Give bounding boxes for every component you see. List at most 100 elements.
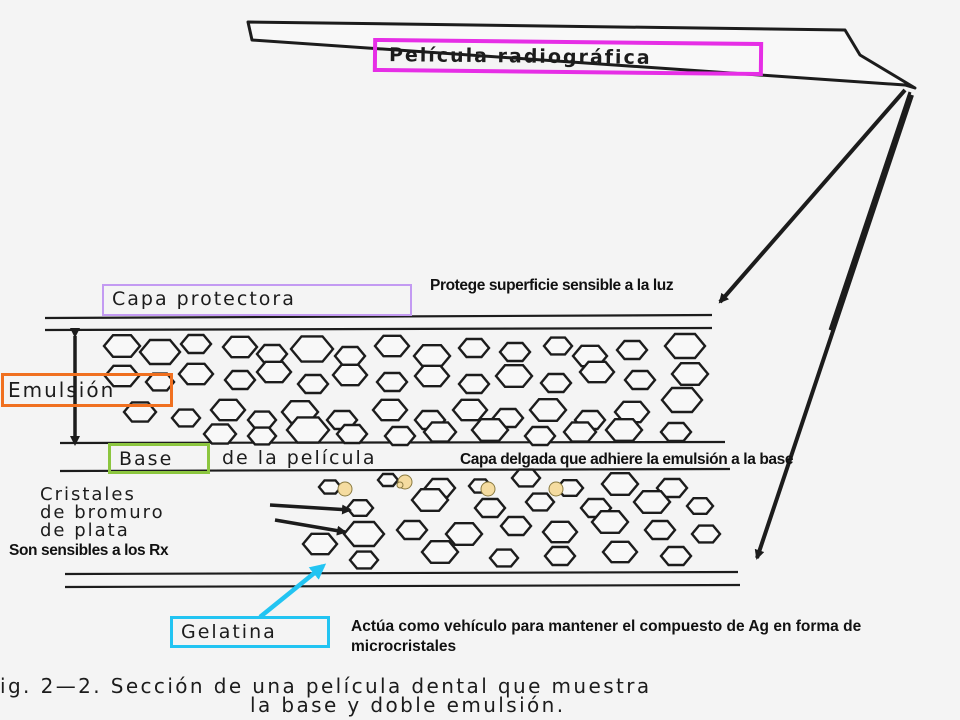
annotation-actua: Actúa como vehículo para mantener el com… bbox=[351, 618, 862, 656]
crystal-hexagon bbox=[473, 497, 507, 519]
highlighted-crystal bbox=[480, 481, 496, 497]
highlighted-crystals bbox=[337, 474, 564, 497]
crystal-hexagon bbox=[413, 364, 451, 388]
crystal-hexagon bbox=[285, 416, 331, 444]
crystal-hexagon bbox=[375, 371, 409, 393]
crystal-hexagon bbox=[296, 373, 330, 395]
gelatina-pointer-arrow bbox=[258, 563, 327, 619]
crystal-hexagon bbox=[690, 524, 722, 544]
pointer-line-middle bbox=[828, 91, 912, 331]
crystal-hexagon bbox=[202, 423, 238, 445]
crystal-hexagon bbox=[632, 490, 672, 514]
crystal-hexagon bbox=[342, 520, 386, 548]
crystal-hexagon bbox=[601, 540, 639, 564]
crystal-hexagon bbox=[289, 335, 335, 363]
crystal-hexagon bbox=[348, 550, 380, 570]
film-sheet-outline bbox=[246, 20, 917, 90]
crystal-hexagon bbox=[373, 334, 411, 358]
crystal-hexagon bbox=[470, 418, 510, 442]
crystal-hexagon bbox=[659, 421, 693, 443]
crystals-label-line2: de bromuro bbox=[40, 502, 165, 523]
crystal-hexagon bbox=[488, 548, 520, 568]
crystal-hexagon bbox=[578, 360, 616, 384]
crystal-hexagon bbox=[590, 510, 630, 534]
crystal-hexagon bbox=[444, 522, 484, 546]
crystal-hexagon bbox=[494, 364, 534, 388]
crystal-hexagon bbox=[543, 545, 577, 567]
crystal-hexagon bbox=[103, 364, 141, 388]
pointer-line-upper bbox=[718, 88, 907, 304]
protective-layer-label: Capa protectora bbox=[102, 284, 412, 316]
crystal-hexagon bbox=[541, 520, 579, 544]
crystal-hexagon bbox=[660, 386, 704, 414]
crystal-hexagon bbox=[499, 515, 533, 537]
crystal-hexagon bbox=[539, 372, 573, 394]
crystal-hexagon bbox=[371, 398, 409, 422]
crystal-hexagon bbox=[255, 360, 293, 384]
crystal-hexagon bbox=[102, 334, 142, 358]
crystal-hexagon bbox=[420, 540, 460, 564]
highlighted-crystal bbox=[548, 481, 564, 497]
crystal-hexagon bbox=[333, 345, 367, 367]
film-title-box: Película radiográfica bbox=[372, 37, 764, 77]
crystal-hexagon bbox=[600, 472, 640, 496]
pointer-line-lower bbox=[754, 94, 914, 560]
base-label-rest: de la película bbox=[222, 447, 377, 469]
crystal-hexagon bbox=[542, 336, 574, 356]
crystal-hexagon bbox=[604, 418, 644, 442]
crystal-hexagon bbox=[246, 410, 278, 430]
crystal-hexagon bbox=[410, 488, 450, 512]
figure-caption-line2: la base y doble emulsión. bbox=[250, 693, 566, 717]
crystal-hexagon bbox=[498, 341, 532, 363]
crystal-hexagon bbox=[179, 333, 213, 355]
layer-line-top bbox=[44, 313, 713, 320]
crystal-hexagon bbox=[685, 497, 715, 515]
crystal-hexagon bbox=[457, 373, 491, 395]
crystal-hexagon bbox=[643, 519, 677, 541]
crystal-hexagon bbox=[331, 363, 369, 387]
crystal-hexagon bbox=[138, 338, 182, 366]
crystal-hexagon bbox=[223, 369, 257, 391]
crystal-hexagon bbox=[670, 362, 710, 386]
crystal-pointer-arrow bbox=[274, 518, 347, 536]
annotation-sensibles: Son sensibles a los Rx bbox=[9, 542, 169, 559]
layer-line-emulsion-top bbox=[44, 326, 713, 332]
crystal-hexagon bbox=[422, 421, 458, 443]
crystal-hexagon bbox=[528, 398, 568, 422]
annotation-capa-delgada: Capa delgada que adhiere la emulsión a l… bbox=[460, 451, 794, 468]
emulsion-label: Emulsión bbox=[1, 373, 173, 407]
gelatina-label: Gelatina bbox=[170, 616, 330, 648]
highlighted-crystal bbox=[337, 481, 353, 497]
crystal-hexagon bbox=[615, 339, 649, 361]
figure-caption-line1: ig. 2—2. Sección de una película dental … bbox=[0, 674, 652, 698]
crystal-hexagon bbox=[562, 421, 598, 443]
crystals-lower-emulsion bbox=[301, 468, 722, 570]
crystal-hexagon bbox=[659, 545, 693, 567]
highlighted-crystal bbox=[396, 481, 404, 489]
crystal-hexagon bbox=[510, 468, 542, 488]
crystal-hexagon bbox=[376, 472, 400, 488]
crystal-hexagon bbox=[221, 335, 259, 359]
layer-line-base bbox=[59, 467, 731, 473]
layer-line-lower-emulsion bbox=[64, 570, 739, 576]
crystal-hexagon bbox=[317, 479, 343, 495]
layer-line-bottom bbox=[64, 583, 741, 589]
crystal-pointer-arrow bbox=[269, 503, 352, 515]
crystal-hexagon bbox=[335, 423, 369, 445]
crystal-hexagon bbox=[412, 344, 452, 368]
crystal-hexagon bbox=[383, 425, 417, 447]
crystal-hexagon bbox=[177, 362, 215, 386]
crystal-hexagon bbox=[122, 401, 158, 423]
crystals-label-line1: Cristales bbox=[40, 484, 136, 505]
annotation-protege: Protege superficie sensible a la luz bbox=[430, 277, 674, 294]
crystal-hexagon bbox=[623, 369, 657, 391]
crystal-hexagon bbox=[395, 519, 429, 541]
crystal-hexagon bbox=[523, 425, 557, 447]
crystal-hexagon bbox=[255, 343, 289, 365]
crystals-upper-emulsion bbox=[102, 332, 710, 447]
crystal-hexagon bbox=[451, 398, 489, 422]
layer-lines bbox=[44, 313, 741, 589]
crystal-hexagon bbox=[301, 532, 339, 556]
crystal-hexagon bbox=[170, 408, 202, 428]
crystal-hexagon bbox=[555, 479, 585, 497]
